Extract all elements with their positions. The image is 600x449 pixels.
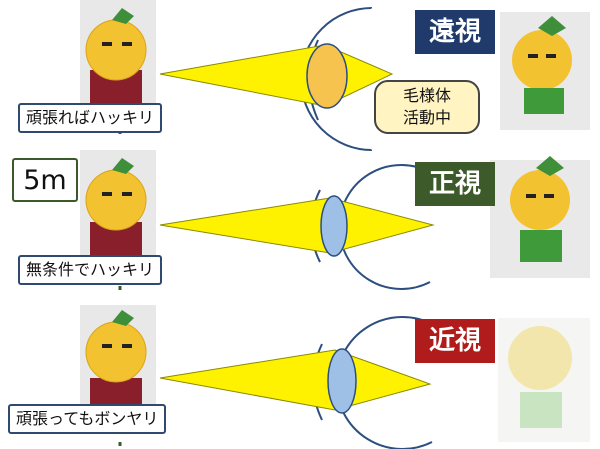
- eye-normal-sight: [159, 164, 435, 290]
- lens-near: [327, 348, 357, 414]
- badge-normal-sight: 正視: [415, 162, 495, 206]
- mascot-photo-near: [80, 305, 156, 417]
- mascot-result-far: [500, 12, 590, 130]
- light-beam-normal: [159, 197, 435, 254]
- callout-line-1: 毛様体: [402, 86, 451, 105]
- caption-near-sight: 頑張ってもボンヤリ: [8, 404, 167, 434]
- callout-line-2: 活動中: [402, 108, 451, 127]
- mascot-result-normal: [490, 156, 590, 278]
- lens-normal: [320, 195, 348, 257]
- mascot-photo-normal: [80, 150, 156, 262]
- badge-far-sight: 遠視: [415, 10, 495, 54]
- badge-near-sight: 近視: [415, 319, 495, 363]
- mascot-result-near-blurred: [498, 318, 590, 442]
- lens-far-thick: [306, 43, 348, 109]
- eye-near-sight: [159, 316, 433, 449]
- ciliary-callout: 毛様体 活動中: [374, 80, 480, 134]
- mascot-photo-far: [80, 0, 156, 112]
- light-beam-near: [159, 349, 432, 411]
- caption-far-sight: 頑張ればハッキリ: [18, 103, 163, 133]
- distance-label: 5m: [12, 158, 78, 202]
- eye-far-sight: [159, 7, 394, 151]
- caption-normal-sight: 無条件でハッキリ: [18, 255, 163, 285]
